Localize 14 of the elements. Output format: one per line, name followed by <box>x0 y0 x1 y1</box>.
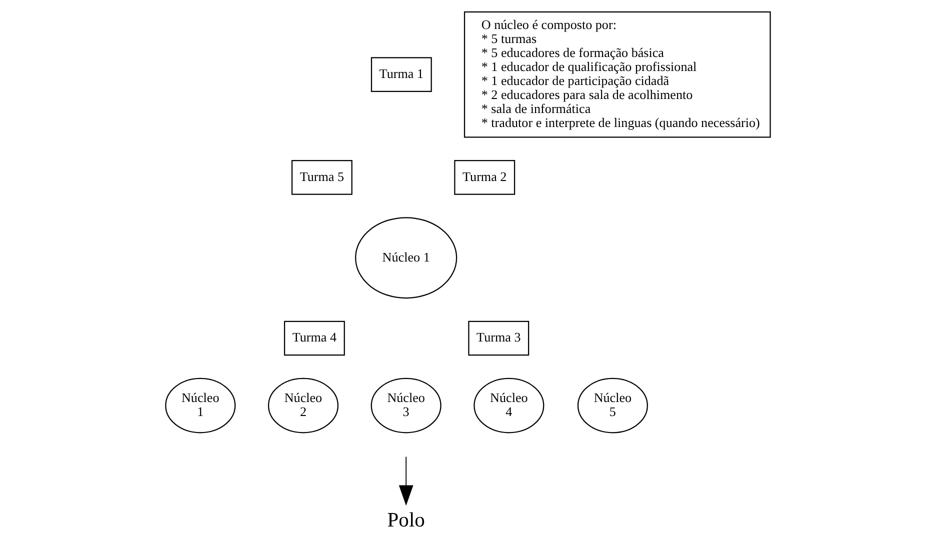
node-ellipse: Núcleo 2 <box>268 378 339 434</box>
node-ellipse: Núcleo 1 <box>355 217 458 299</box>
node-ellipse: Núcleo 4 <box>474 378 544 434</box>
node-box: Turma 2 <box>454 160 516 195</box>
node-box: Turma 5 <box>291 160 352 195</box>
node-ellipse: Núcleo 1 <box>165 378 236 434</box>
arrow <box>398 456 414 506</box>
node-ellipse: Núcleo 3 <box>370 378 442 434</box>
node-box: Turma 1 <box>370 57 432 92</box>
node-box: Turma 4 <box>284 320 345 356</box>
node-box: O núcleo é composto por: * 5 turmas * 5 educadores de formação básica * 1 educador de qualificação profissional * 1 educador de participação cidadã * 2 educadores para sala de acolhimento * sala de informática * tradutor e interprete de linguas (quando necessário) <box>464 11 771 138</box>
node-text: Polo <box>387 509 425 532</box>
node-box: Turma 3 <box>468 320 530 356</box>
node-ellipse: Núcleo 5 <box>577 378 648 434</box>
